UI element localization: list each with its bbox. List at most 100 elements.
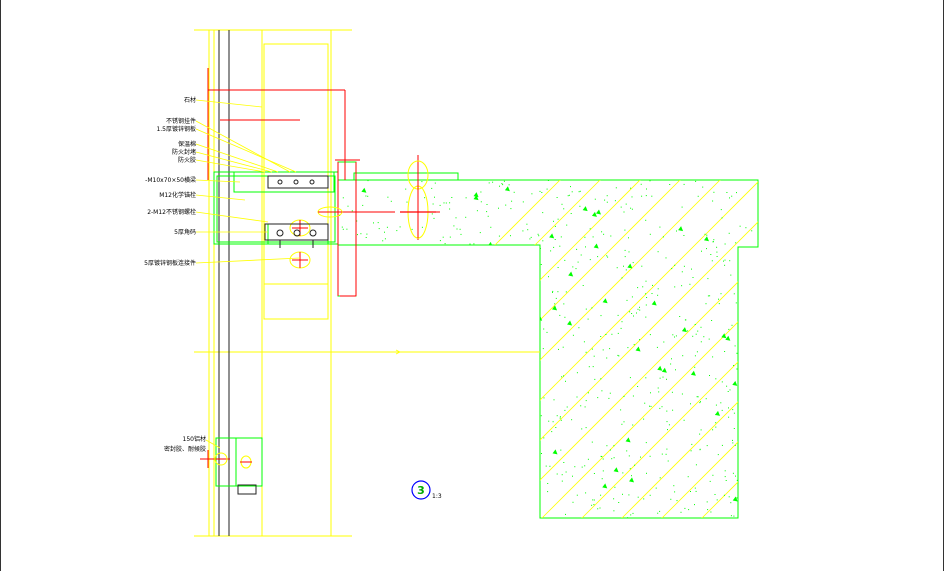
speckle-dot (480, 340, 482, 342)
speckle-dot (613, 445, 615, 447)
speckle-dot (361, 370, 363, 371)
speckle-dot (671, 358, 672, 360)
speckle-dot (607, 256, 609, 258)
speckle-dot (739, 225, 741, 227)
speckle-dot (345, 480, 347, 482)
speckle-dot (685, 319, 687, 321)
speckle-dot (390, 315, 392, 316)
callout-beam: -M10x70×50横梁 (145, 176, 196, 184)
speckle-dot (437, 265, 438, 267)
aggregate-mark (438, 430, 444, 436)
speckle-dot (351, 432, 353, 434)
speckle-dot (437, 280, 439, 282)
speckle-dot (377, 254, 379, 256)
speckle-dot (466, 335, 468, 337)
speckle-dot (497, 249, 499, 250)
speckle-dot (415, 473, 417, 475)
speckle-dot (565, 291, 567, 293)
speckle-dot (724, 476, 726, 478)
speckle-dot (404, 326, 406, 328)
speckle-dot (630, 207, 632, 209)
speckle-dot (553, 246, 555, 248)
speckle-dot (714, 494, 716, 495)
aggregate-mark (732, 380, 738, 386)
speckle-dot (561, 480, 563, 482)
speckle-dot (421, 226, 423, 228)
speckle-dot (383, 440, 385, 442)
speckle-dot (696, 396, 698, 398)
speckle-dot (383, 324, 385, 326)
speckle-dot (421, 181, 423, 183)
speckle-dot (736, 192, 737, 194)
speckle-dot (502, 184, 504, 186)
speckle-dot (736, 368, 738, 370)
speckle-dot (433, 217, 435, 219)
speckle-dot (483, 285, 485, 287)
speckle-dot (662, 236, 664, 238)
speckle-dot (398, 359, 400, 361)
speckle-dot (681, 393, 683, 395)
speckle-dot (486, 489, 488, 491)
speckle-dot (692, 335, 694, 337)
speckle-dot (716, 499, 718, 501)
detail-number: 3 (417, 484, 425, 497)
speckle-dot (472, 271, 474, 273)
speckle-dot (476, 297, 478, 299)
speckle-dot (510, 343, 512, 345)
speckle-dot (657, 294, 659, 296)
speckle-dot (510, 235, 511, 237)
speckle-dot (560, 236, 562, 238)
speckle-dot (438, 303, 440, 305)
speckle-dot (482, 516, 484, 518)
aggregate-mark (475, 388, 481, 394)
speckle-dot (411, 251, 413, 253)
speckle-dot (644, 402, 646, 404)
speckle-dot (584, 406, 586, 408)
speckle-dot (345, 310, 347, 311)
speckle-dot (442, 236, 444, 238)
speckle-dot (516, 436, 518, 438)
speckle-dot (718, 303, 720, 305)
speckle-dot (706, 501, 708, 503)
speckle-dot (505, 276, 506, 278)
aggregate-mark (497, 389, 503, 395)
speckle-dot (724, 264, 726, 266)
speckle-dot (366, 233, 368, 235)
speckle-dot (449, 202, 451, 204)
speckle-dot (639, 339, 640, 341)
speckle-dot (372, 342, 374, 344)
speckle-dot (617, 314, 619, 316)
speckle-dot (566, 224, 568, 226)
speckle-dot (645, 219, 647, 221)
speckle-dot (356, 220, 358, 222)
speckle-dot (564, 316, 566, 318)
speckle-dot (630, 514, 632, 516)
speckle-dot (343, 440, 345, 442)
speckle-dot (721, 381, 723, 383)
aggregate-mark (428, 270, 434, 276)
speckle-dot (473, 296, 475, 297)
speckle-dot (606, 195, 608, 197)
speckle-dot (751, 298, 753, 300)
facade-lines (194, 29, 540, 537)
speckle-dot (406, 354, 408, 356)
speckle-dot (438, 430, 440, 432)
speckle-dot (369, 269, 371, 271)
speckle-dot (426, 326, 428, 328)
speckle-dot (555, 297, 557, 299)
speckle-dot (624, 229, 626, 231)
speckle-dot (468, 265, 470, 267)
speckle-dot (395, 503, 397, 505)
speckle-dot (585, 351, 587, 353)
speckle-dot (350, 332, 352, 334)
speckle-dot (700, 401, 701, 403)
speckle-dot (585, 400, 587, 402)
speckle-dot (576, 248, 578, 250)
callout-connector: 5厚镀锌钢板连接件 (144, 259, 196, 267)
speckle-dot (561, 376, 563, 378)
speckle-dot (538, 235, 540, 237)
speckle-dot (443, 202, 445, 204)
aggregate-mark (473, 192, 479, 198)
aggregate-mark (568, 271, 574, 277)
speckle-dot (417, 289, 419, 291)
